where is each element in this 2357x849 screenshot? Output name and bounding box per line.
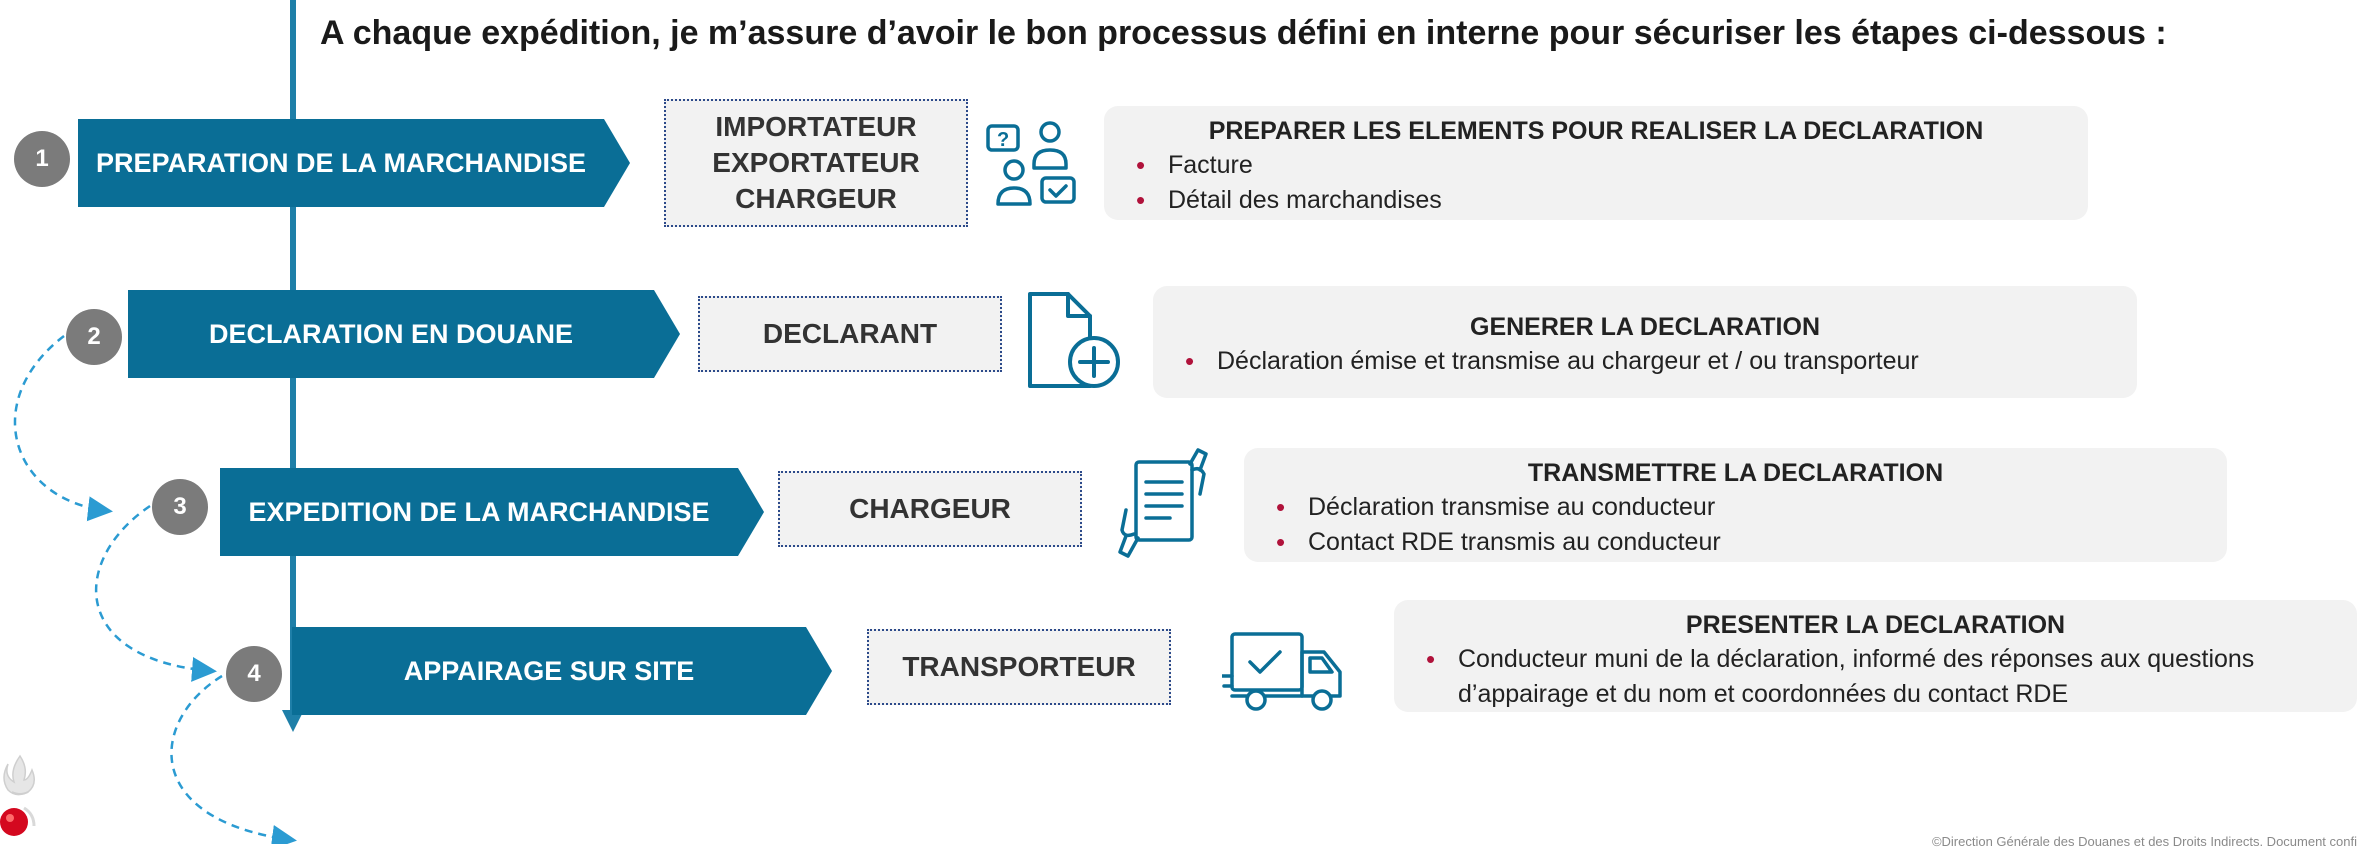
step-arrow-declaration: DECLARATION EN DOUANE [128, 290, 680, 378]
step-number-4: 4 [226, 646, 282, 702]
actor-label: DECLARANT [762, 318, 938, 349]
timeline-arrowhead [282, 710, 304, 732]
connector-3-4 [94, 504, 217, 682]
info-bullet: Détail des marchandises [1128, 183, 2064, 218]
actor-label: CHARGEUR [735, 183, 897, 214]
svg-text:?: ? [997, 129, 1009, 151]
info-panel-3: TRANSMETTRE LA DECLARATION Déclaration t… [1244, 448, 2227, 562]
step-number-2: 2 [66, 309, 122, 365]
info-bullet: Facture [1128, 148, 2064, 183]
info-bullet-continuation: d’appairage et du nom et coordonnées du … [1458, 680, 2069, 708]
step-arrow-appairage: APPAIRAGE SUR SITE [292, 627, 832, 715]
info-bullet: Contact RDE transmis au conducteur [1268, 525, 2203, 560]
douane-logo [0, 754, 36, 836]
add-document-icon [1028, 292, 1120, 388]
actor-label: IMPORTATEUR [715, 111, 917, 142]
info-bullet: Conducteur muni de la déclaration, infor… [1418, 642, 2333, 677]
document-handover-icon [1118, 448, 1208, 558]
info-bullet: Déclaration transmise au conducteur [1268, 490, 2203, 525]
info-bullet: Déclaration émise et transmise au charge… [1177, 344, 2113, 379]
connector-4-next [170, 674, 297, 844]
actor-box-3: CHARGEUR [778, 471, 1082, 547]
info-panel-2: GENERER LA DECLARATION Déclaration émise… [1153, 286, 2137, 398]
info-panel-1: PREPARER LES ELEMENTS POUR REALISER LA D… [1104, 106, 2088, 220]
step-arrow-preparation: PREPARATION DE LA MARCHANDISE [78, 119, 630, 207]
page-title: A chaque expédition, je m’assure d’avoir… [320, 14, 2167, 52]
info-title: PREPARER LES ELEMENTS POUR REALISER LA D… [1208, 117, 1984, 145]
actor-label: CHARGEUR [849, 493, 1011, 524]
actor-label: EXPORTATEUR [712, 147, 920, 178]
dashed-connectors [13, 335, 297, 844]
step-number-1: 1 [14, 131, 70, 187]
info-panel-4: PRESENTER LA DECLARATION Conducteur muni… [1394, 600, 2357, 712]
delivery-truck-icon [1222, 632, 1342, 711]
step-number-3: 3 [152, 479, 208, 535]
actor-box-1: IMPORTATEUR EXPORTATEUR CHARGEUR [664, 99, 968, 227]
actor-box-4: TRANSPORTEUR [867, 629, 1171, 705]
actor-label: TRANSPORTEUR [902, 651, 1136, 682]
copyright-footer: ©Direction Générale des Douanes et des D… [1931, 834, 2357, 849]
actor-box-2: DECLARANT [698, 296, 1002, 372]
people-question-check-icon: ? [986, 121, 1076, 206]
step-arrow-expedition: EXPEDITION DE LA MARCHANDISE [220, 468, 764, 556]
info-title: PRESENTER LA DECLARATION [1685, 611, 2066, 639]
info-title: GENERER LA DECLARATION [1470, 313, 1820, 341]
info-title: TRANSMETTRE LA DECLARATION [1527, 459, 1944, 487]
